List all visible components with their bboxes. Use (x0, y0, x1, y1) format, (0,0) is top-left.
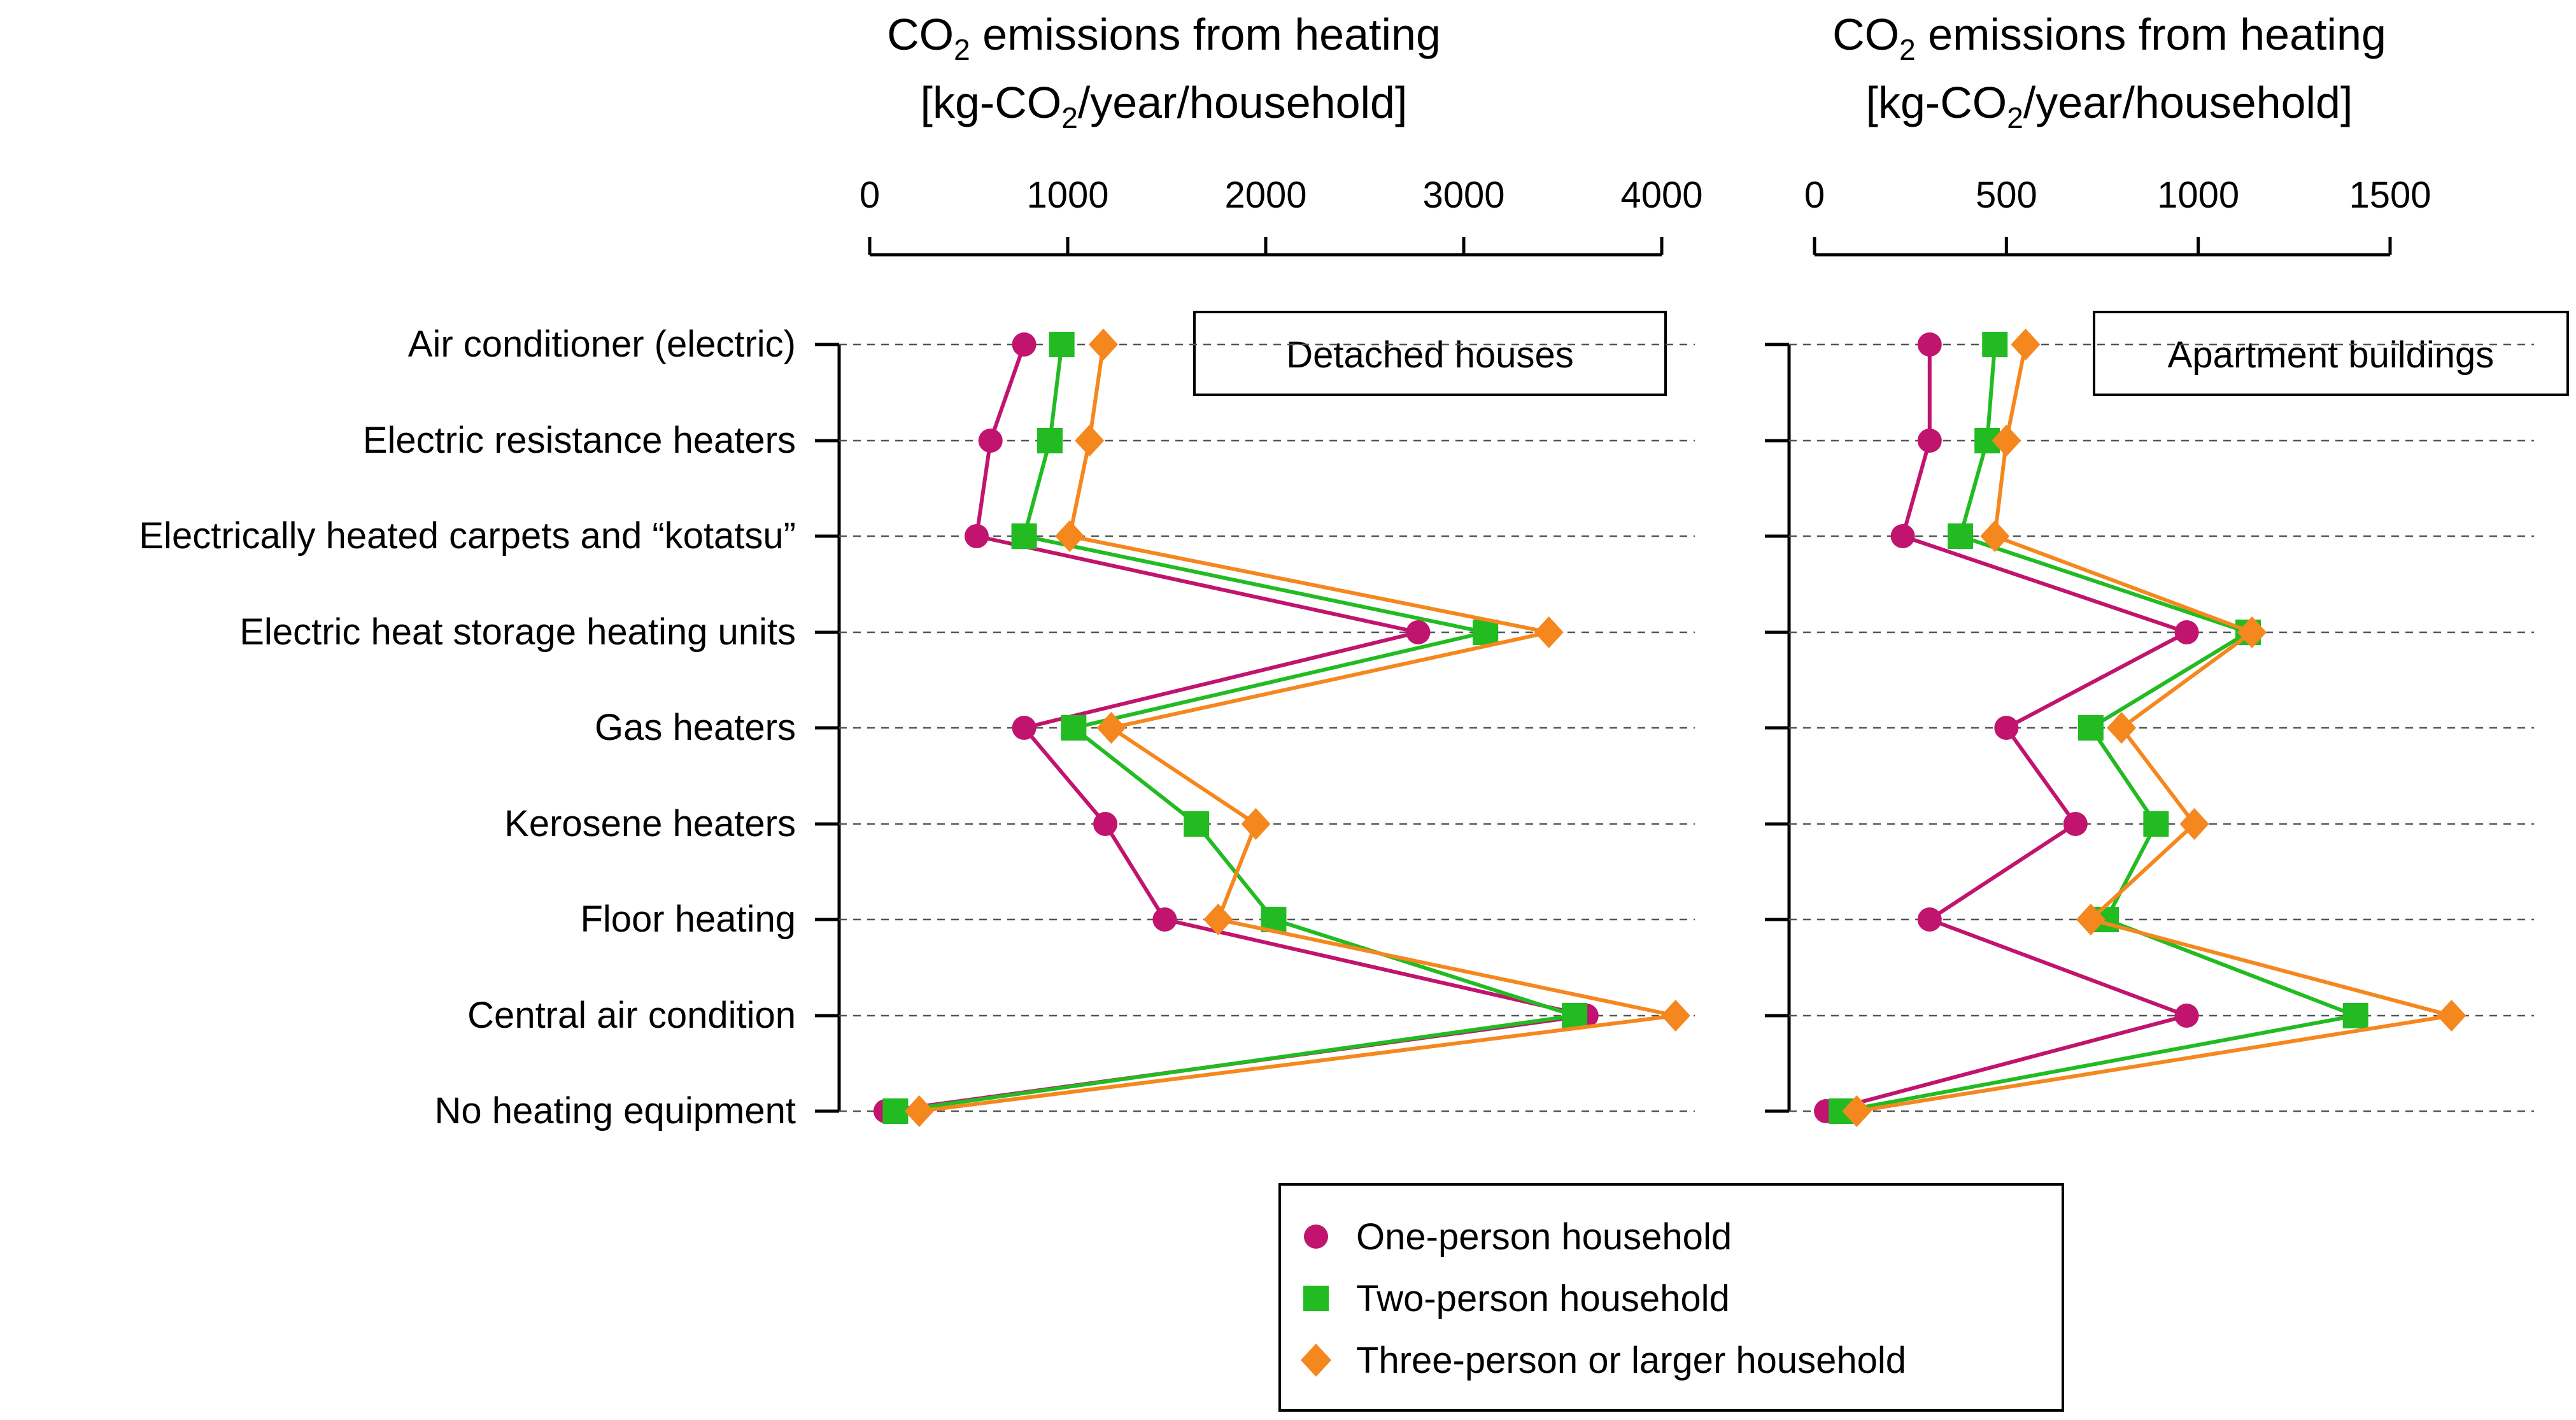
panel-2-plot: 0 500 1000 1500 (1765, 174, 2534, 1127)
panel-2-series-3-point-1 (1992, 425, 2021, 457)
panel-2-series-1-point-0 (1917, 332, 1942, 357)
panel-2-label-box: Apartment buildings (2093, 311, 2569, 396)
category-label-1: Electric resistance heaters (363, 420, 796, 461)
panel-1-axis-title-line1: CO2 emissions from heating (887, 10, 1441, 66)
legend-marker-three-person (1301, 1344, 1331, 1377)
panel-1-x-tick-label-3: 3000 (1422, 174, 1504, 216)
panel-1-series-3-point-5 (1241, 808, 1271, 840)
panel-1-axis-title-line2: [kg-CO2/year/household] (921, 78, 1408, 134)
panel-2-series-3-point-7 (2437, 1000, 2466, 1032)
panel-2-series-2-point-2 (1948, 523, 1974, 549)
panel-1-series-3-point-0 (1088, 329, 1118, 360)
panel-2-series-1-point-3 (2174, 620, 2199, 644)
panel-1-x-tick-label-1: 1000 (1026, 174, 1108, 216)
panel-2-series-2-point-5 (2143, 811, 2169, 837)
panel-2-series-3-point-3 (2237, 616, 2267, 648)
panel-2-series-3-point-5 (2179, 808, 2209, 840)
panel-1-series-3-point-4 (1096, 712, 1126, 744)
legend-label-two-person: Two-person household (1356, 1278, 1730, 1319)
category-label-3: Electric heat storage heating units (239, 611, 796, 653)
panel-2-label: Apartment buildings (2168, 334, 2495, 376)
panel-1-label: Detached houses (1286, 334, 1573, 376)
panel-1-series-3-point-2 (1055, 520, 1085, 552)
panel-2-x-tick-label-3: 1500 (2349, 174, 2431, 216)
panel-1-series-3-point-7 (1660, 1000, 1690, 1032)
panel-2-series-1-point-1 (1917, 429, 1942, 453)
category-label-0: Air conditioner (electric) (408, 323, 796, 365)
plot-layer: 0 1000 2000 3000 4000 0 500 1000 1500 (815, 174, 2534, 1127)
panel-1-series-2-point-4 (1061, 715, 1087, 741)
panel-2-series-3-point-2 (1980, 520, 2010, 552)
panel-1-series-2-point-8 (882, 1098, 909, 1124)
category-label-2: Electrically heated carpets and “kotatsu… (139, 515, 796, 557)
category-label-5: Kerosene heaters (504, 803, 796, 844)
category-label-8: No heating equipment (434, 1090, 796, 1132)
legend: One-person household Two-person househol… (1278, 1183, 2064, 1412)
panel-1-series-3-point-8 (904, 1095, 934, 1127)
panel-1-x-tick-label-0: 0 (860, 174, 880, 216)
panel-2-x-tick-label-2: 1000 (2157, 174, 2239, 216)
legend-marker-one-person (1304, 1225, 1328, 1249)
panel-2-series-1-point-5 (2063, 812, 2088, 836)
panel-1-series-1-point-1 (978, 429, 1003, 453)
panel-2-series-2-point-4 (2077, 715, 2104, 741)
legend-marker-two-person (1303, 1286, 1329, 1311)
category-label-6: Floor heating (580, 898, 796, 940)
panel-1-series-1-point-5 (1093, 812, 1118, 836)
panel-2-series-1-point-2 (1890, 524, 1915, 548)
panel-1-label-box: Detached houses (1193, 311, 1667, 396)
panel-1-series-2-point-5 (1184, 811, 1210, 837)
panel-1-x-tick-label-4: 4000 (1620, 174, 1702, 216)
category-label-4: Gas heaters (595, 707, 796, 748)
panel-2-series-2-point-7 (2342, 1003, 2368, 1028)
panel-1-series-2-point-3 (1473, 620, 1499, 645)
panel-2-x-tick-label-1: 500 (1976, 174, 2037, 216)
panel-1-series-1-point-0 (1012, 332, 1037, 357)
panel-1-series-2-point-0 (1049, 332, 1075, 357)
panel-1-series-2-point-7 (1562, 1003, 1588, 1028)
panel-2-series-1-point-7 (2174, 1004, 2199, 1028)
panel-1-series-1-point-4 (1012, 716, 1037, 740)
panel-2-series-2-point-0 (1982, 332, 2008, 357)
category-label-7: Central air condition (467, 995, 796, 1036)
panel-1-plot: 0 1000 2000 3000 4000 (815, 174, 1703, 1127)
panel-2-axis-title-line1: CO2 emissions from heating (1832, 10, 2386, 66)
panel-1-series-3-point-1 (1075, 425, 1105, 457)
panel-1-series-2-point-2 (1011, 523, 1037, 549)
panel-1-series-2-point-1 (1037, 428, 1063, 453)
panel-2-x-tick-label-0: 0 (1804, 174, 1825, 216)
legend-label-one-person: One-person household (1356, 1216, 1732, 1258)
panel-2-series-1-point-4 (1994, 716, 2019, 740)
panel-1-series-1-point-6 (1152, 907, 1177, 932)
panel-2-series-3-point-8 (1842, 1095, 1872, 1127)
panel-2-axis-title-line2: [kg-CO2/year/household] (1866, 78, 2353, 134)
panel-1-x-tick-label-2: 2000 (1224, 174, 1306, 216)
panel-2-series-3-point-0 (2011, 329, 2041, 360)
category-labels: Air conditioner (electric) Electric resi… (139, 323, 796, 1132)
panel-2-series-3-point-4 (2107, 712, 2137, 744)
legend-label-three-person: Three-person or larger household (1356, 1340, 1906, 1381)
panel-2-series-3-point-6 (2076, 904, 2105, 935)
panel-1-series-1-point-3 (1406, 620, 1431, 644)
panel-2-series-1-point-6 (1917, 907, 1942, 932)
panel-1-series-3-point-6 (1203, 904, 1233, 935)
panel-1-series-3-point-3 (1534, 616, 1564, 648)
legend-frame (1278, 1183, 2064, 1412)
panel-1-series-1-point-2 (964, 524, 989, 548)
